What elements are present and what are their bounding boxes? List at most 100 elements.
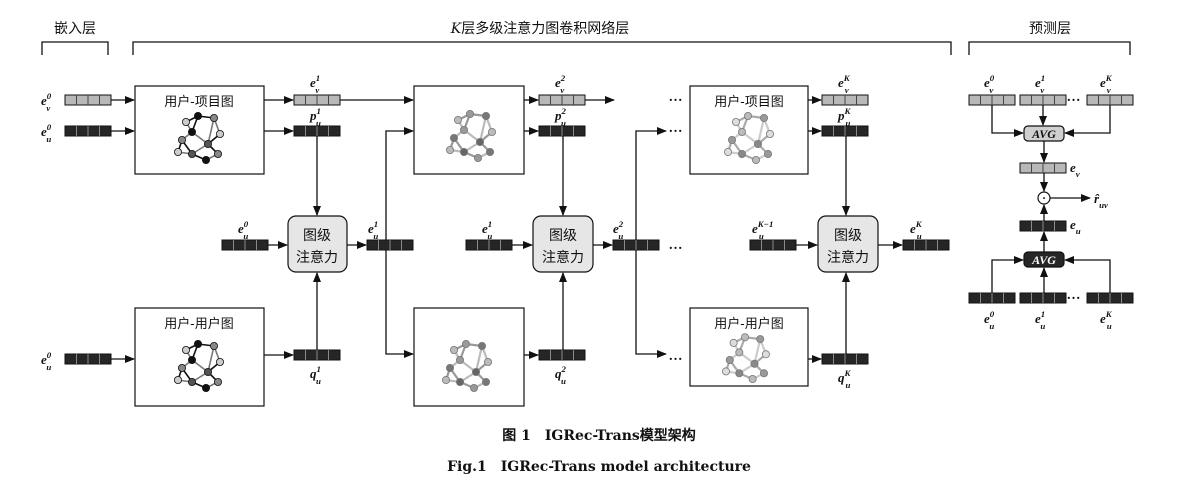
k-layer-bracket: [132, 41, 952, 55]
ellipsis-qu-row: …: [669, 349, 683, 364]
embedding-q-u-1: [293, 349, 341, 361]
pred-e-u-0: [968, 292, 1016, 304]
arrow-pred-eu0-to-avg: [991, 256, 1024, 293]
label-pred-e-u: eu: [1070, 217, 1081, 236]
svg-text:AVG: AVG: [1031, 127, 1056, 141]
user-item-graph-box-k: [689, 85, 809, 175]
user-item-graph-box-1: [134, 85, 265, 175]
caption-en: Fig.1 IGRec-Trans model architecture: [447, 459, 751, 475]
embedding-e-u-k: [902, 239, 950, 251]
attention-block-k: 图级 注意力: [817, 215, 879, 273]
embedding-e-u-0-attn: [221, 239, 269, 251]
embedding-e-u-0: [64, 125, 112, 137]
embedding-p-u-k: [821, 125, 869, 137]
user-user-graph-box-1: [134, 307, 265, 407]
user-user-graph-icon-k: [722, 333, 770, 383]
ellipsis-pu-row: …: [669, 121, 683, 136]
dot-product-node: ·: [1037, 191, 1051, 205]
label-pred-e-v: ev: [1070, 160, 1080, 179]
user-graph-box-2: [413, 307, 525, 407]
pred-e-v-0: [968, 94, 1016, 106]
pred-e-v-k: [1086, 94, 1134, 106]
ellipsis-marks: … … … … … …: [669, 90, 1081, 364]
svg-text:图级: 图级: [303, 228, 331, 244]
embedding-e-u-2: [612, 239, 660, 251]
pred-e-u-1: [1019, 292, 1067, 304]
user-item-graph-icon-1: [173, 112, 224, 164]
arrow-pred-ev0-to-avg: [991, 105, 1024, 137]
ellipsis-pred-eu: …: [1067, 288, 1081, 303]
pred-e-u: [1019, 220, 1067, 232]
ellipsis-eu-row: …: [669, 238, 683, 253]
user-item-graph-label-k: 用户-项目图: [714, 94, 783, 110]
arrow-eu1-to-user-graph2: [385, 245, 414, 358]
embedding-p-u-1: [293, 125, 341, 137]
embedding-e-v-0: [64, 94, 112, 106]
embedding-e-v-2: [538, 94, 586, 106]
svg-text:·: ·: [1043, 191, 1046, 205]
arrow-eu2-to-user-branch: [635, 245, 667, 358]
svg-text:注意力: 注意力: [296, 249, 338, 266]
embedding-e-u-1: [366, 239, 414, 251]
svg-text:AVG: AVG: [1031, 253, 1056, 267]
section-embedding-title: 嵌入层: [54, 21, 96, 37]
section-prediction-title: 预测层: [1029, 21, 1071, 37]
arrow-eu1-to-item-graph2: [385, 127, 414, 245]
arrow-pred-evk-to-avg: [1064, 105, 1111, 137]
svg-text:注意力: 注意力: [542, 249, 584, 266]
embedding-e-u-0-social: [64, 353, 112, 365]
attention-block-2: 图级 注意力: [532, 215, 594, 273]
flow-arrows: [111, 96, 1111, 363]
embedding-e-u-1-attn: [465, 239, 513, 251]
item-graph-icon-2: [445, 110, 496, 162]
embedding-q-u-k: [821, 353, 869, 365]
avg-item-block: AVG: [1023, 125, 1065, 142]
user-graph-icon-2: [441, 339, 492, 392]
pred-e-v-1: [1019, 94, 1067, 106]
arrow-eu2-to-item-branch: [635, 127, 667, 245]
attention-block-1: 图级 注意力: [287, 215, 348, 273]
embedding-p-u-2: [538, 125, 586, 137]
ellipsis-item-row: …: [669, 90, 683, 105]
user-user-graph-label-k: 用户-用户图: [714, 316, 783, 332]
user-user-graph-box-k: [689, 307, 809, 387]
embedding-e-u-km1-attn: [749, 239, 797, 251]
embedding-bracket: [41, 41, 109, 55]
embedding-e-v-k: [821, 94, 869, 106]
prediction-bracket: [968, 41, 1131, 55]
user-item-graph-icon-k: [724, 112, 775, 164]
svg-text:注意力: 注意力: [827, 249, 869, 266]
svg-text:图级: 图级: [549, 228, 577, 244]
pred-e-v: [1019, 162, 1067, 174]
embedding-e-v-1: [293, 94, 341, 106]
section-k-layer-title: K层多级注意力图卷积网络层: [450, 20, 629, 37]
ellipsis-pred-ev: …: [1067, 90, 1081, 105]
arrow-pred-euk-to-avg: [1064, 256, 1111, 293]
pred-e-u-k: [1086, 292, 1134, 304]
user-user-graph-label-1: 用户-用户图: [164, 316, 233, 332]
